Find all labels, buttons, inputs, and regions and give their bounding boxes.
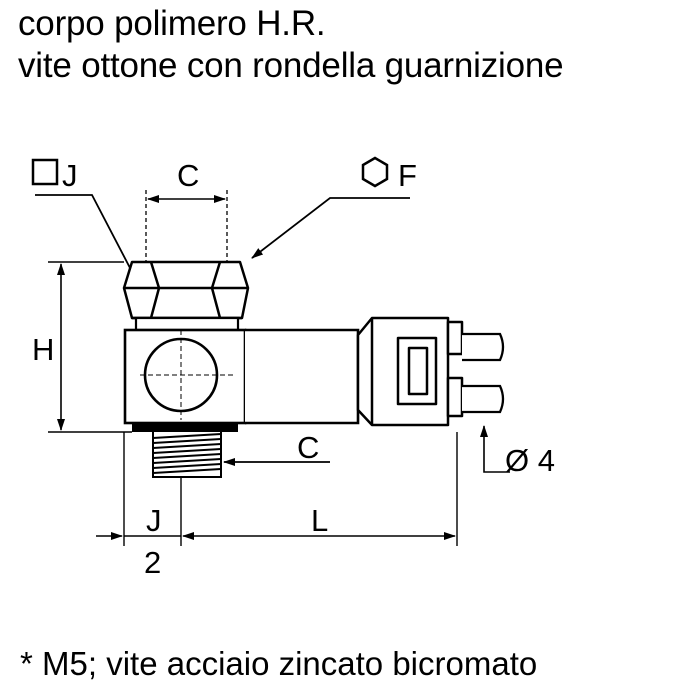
washer [134,316,240,332]
label-H: H [32,332,54,367]
label-C-thread: C [297,430,319,465]
leader-F [251,197,410,259]
label-F: F [398,158,417,193]
label-two: 2 [144,545,161,580]
label-L: L [311,503,328,538]
title-material-screw: vite ottone con rondella guarnizione [18,46,564,85]
push-in-connector [356,316,464,427]
title-material-body: corpo polimero H.R. [18,4,326,43]
fitting-arm [245,328,360,425]
label-diameter: Ø 4 [505,443,555,478]
thread [152,432,222,478]
tubes [462,332,505,414]
hexagon-icon [361,156,389,188]
hex-nut [122,260,250,320]
base-seal [132,423,238,432]
label-J-top: J [62,158,78,193]
square-icon [31,158,59,186]
label-C-top: C [177,158,199,193]
footer-note: * M5; vite acciaio zincato bicromato [20,645,538,682]
leader-diameter [480,425,510,473]
label-J-bottom: J [146,503,162,538]
